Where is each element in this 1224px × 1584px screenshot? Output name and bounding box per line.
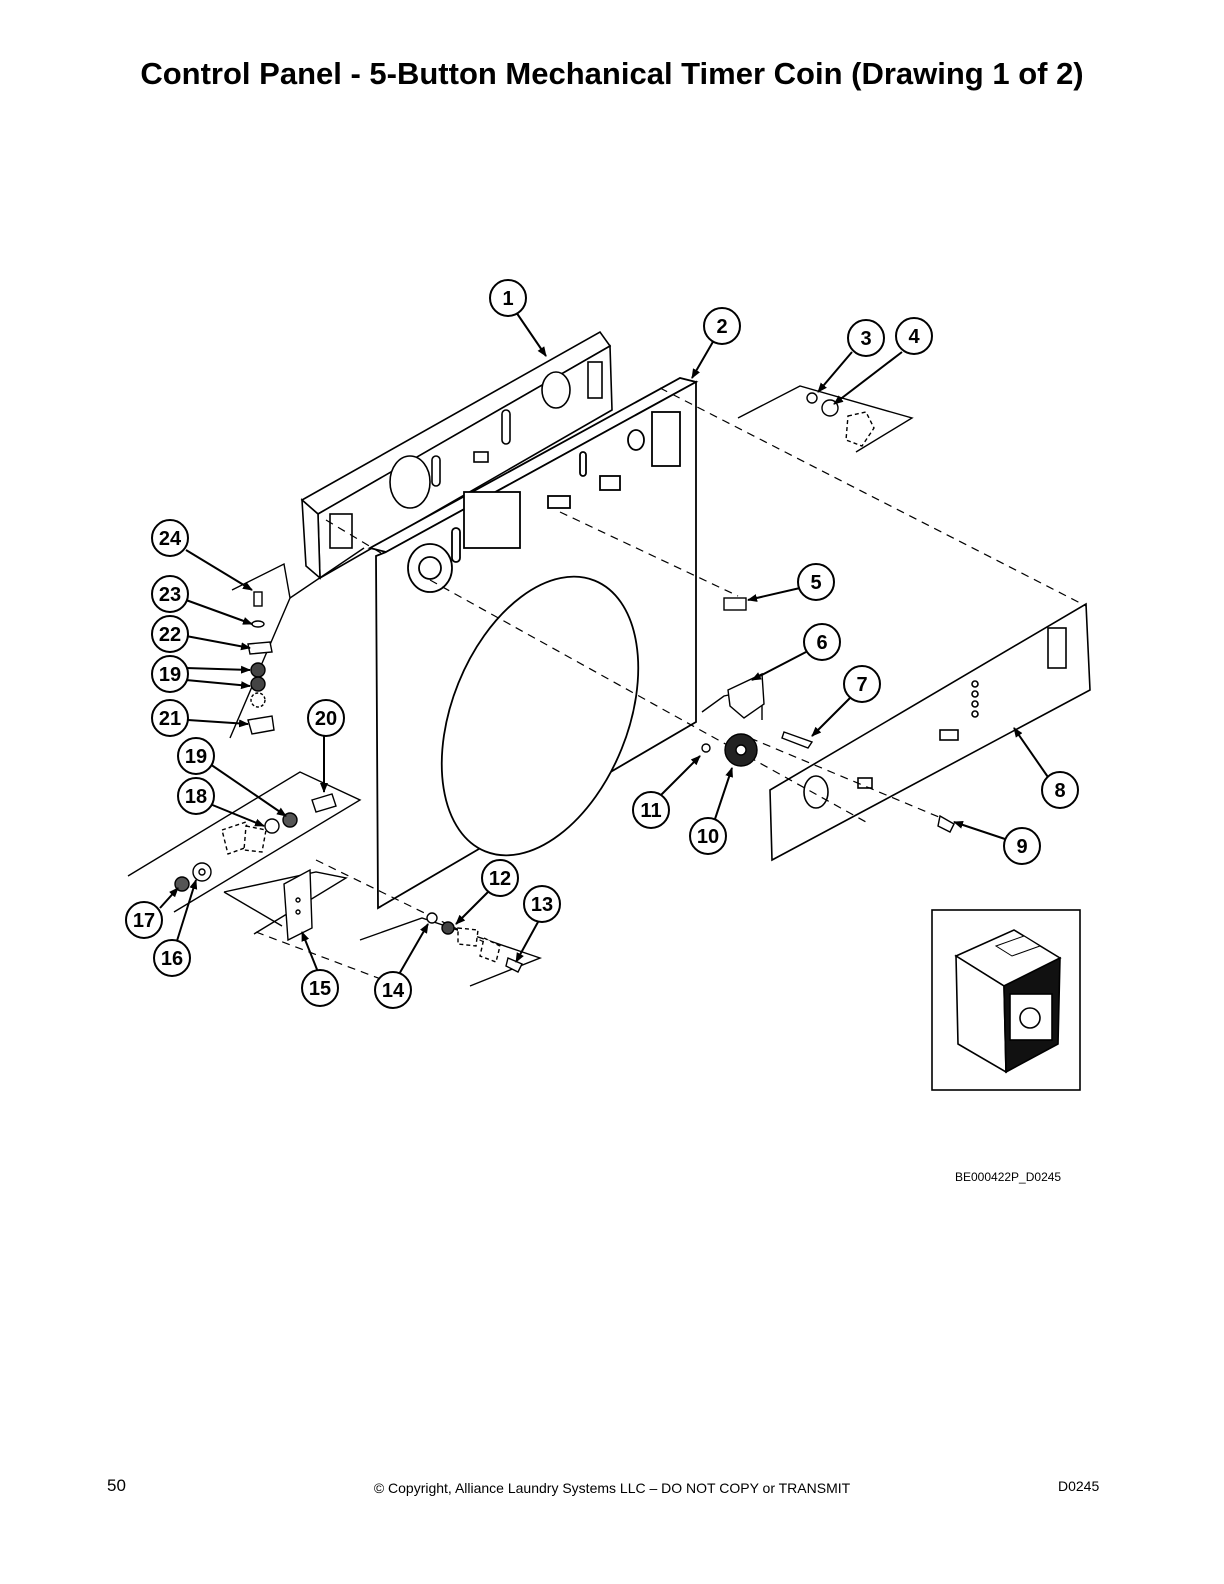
callout-11: 11 — [640, 800, 661, 822]
small-parts — [174, 392, 955, 973]
page-title: Control Panel - 5-Button Mechanical Time… — [140, 56, 1084, 91]
rear-console-panel — [769, 602, 1091, 862]
callout-9: 9 — [1016, 836, 1027, 858]
callout-17: 17 — [133, 910, 155, 932]
detail-frames — [127, 385, 914, 987]
callout-13: 13 — [531, 894, 553, 916]
callout-4: 4 — [908, 326, 920, 348]
callout-7: 7 — [856, 674, 867, 696]
callout-19-lower: 19 — [185, 746, 207, 768]
callout-2: 2 — [716, 316, 727, 338]
front-panel — [367, 377, 699, 910]
document-code: D0245 — [1058, 1478, 1100, 1494]
page-number: 50 — [107, 1476, 126, 1495]
callout-8: 8 — [1054, 780, 1065, 802]
leader-arrows — [159, 311, 1051, 977]
callout-23: 23 — [159, 584, 181, 606]
callout-14: 14 — [382, 980, 405, 1002]
callout-circles — [125, 279, 1079, 1009]
callout-24: 24 — [159, 528, 182, 550]
callout-18: 18 — [185, 786, 207, 808]
callout-15: 15 — [309, 978, 331, 1000]
callout-10: 10 — [697, 826, 719, 848]
callout-21: 21 — [159, 708, 181, 730]
callout-19-upper: 19 — [159, 664, 181, 686]
machine-inset — [931, 909, 1081, 1091]
control-bracket — [300, 330, 613, 580]
callout-1: 1 — [502, 288, 513, 310]
copyright-notice: © Copyright, Alliance Laundry Systems LL… — [373, 1480, 851, 1496]
callout-numbers: 1 2 3 4 5 6 7 8 9 10 11 12 13 14 15 16 1… — [133, 288, 1066, 1002]
callout-3: 3 — [860, 328, 871, 350]
callout-5: 5 — [810, 572, 821, 594]
callout-6: 6 — [816, 632, 827, 654]
callout-12: 12 — [489, 868, 511, 890]
callout-22: 22 — [159, 624, 181, 646]
callout-16: 16 — [161, 948, 183, 970]
callout-20: 20 — [315, 708, 337, 730]
drawing-id: BE000422P_D0245 — [955, 1170, 1062, 1184]
